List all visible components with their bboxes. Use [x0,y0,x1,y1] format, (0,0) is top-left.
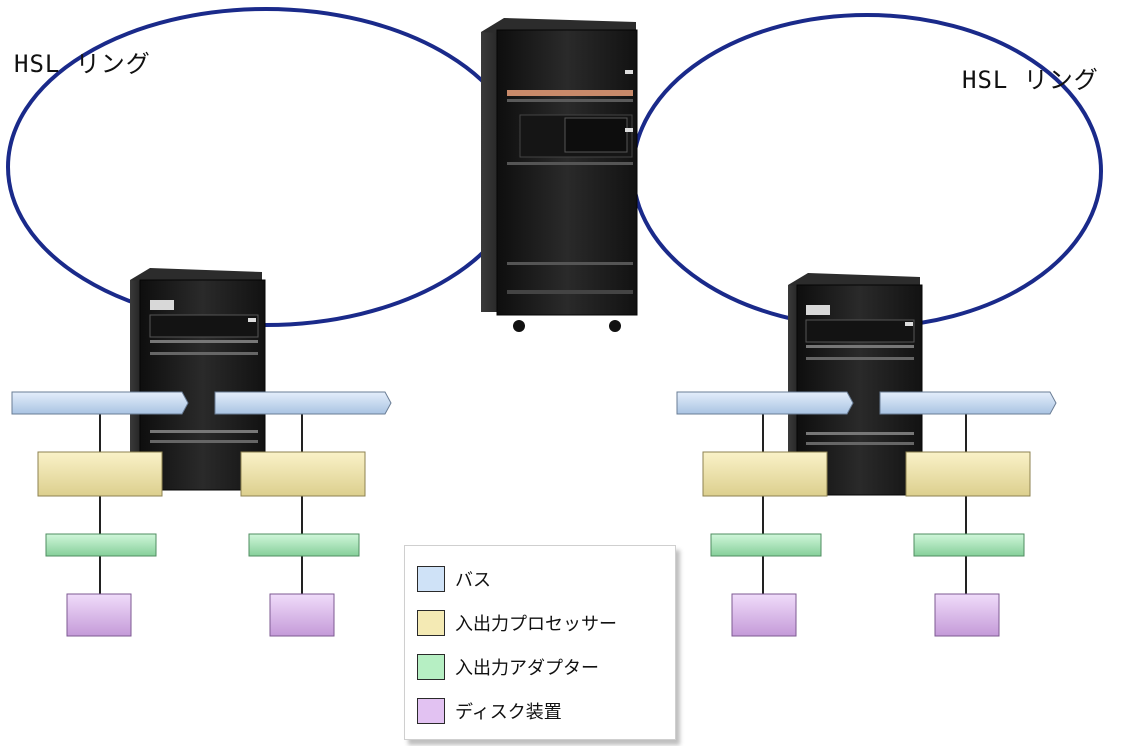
legend-swatch-iop [417,610,445,636]
disk-group [66,593,1000,637]
io-processor [37,451,163,497]
disk-unit [269,593,335,637]
legend-swatch-bus [417,566,445,592]
iop-group [37,451,1031,497]
legend-swatch-disk [417,698,445,724]
io-processor [240,451,366,497]
io-adapter [248,533,360,557]
connector-lines [99,414,967,594]
legend-swatch-ioa [417,654,445,680]
legend-label-disk: ディスク装置 [455,702,562,723]
ring-label-left: HSL リング [14,50,151,78]
disk-unit [934,593,1000,637]
io-processor [702,451,828,497]
ioa-group [45,533,1025,557]
legend: バス 入出力プロセッサー 入出力アダプター ディスク装置 [404,545,676,740]
disk-unit [66,593,132,637]
bus [11,391,189,415]
legend-label-iop: 入出力プロセッサー [455,614,617,635]
bus [214,391,392,415]
ring-label-right: HSL リング [962,66,1099,94]
io-processor [905,451,1031,497]
legend-label-ioa: 入出力アダプター [455,658,599,679]
bus [676,391,854,415]
io-adapter [45,533,157,557]
bus-group [11,391,1057,415]
legend-item-disk: ディスク装置 [417,696,562,726]
legend-item-iop: 入出力プロセッサー [417,608,617,638]
disk-unit [731,593,797,637]
io-adapter [913,533,1025,557]
legend-item-ioa: 入出力アダプター [417,652,599,682]
io-adapter [710,533,822,557]
bus [879,391,1057,415]
legend-label-bus: バス [455,570,491,591]
legend-item-bus: バス [417,564,491,594]
central-server [481,18,638,332]
